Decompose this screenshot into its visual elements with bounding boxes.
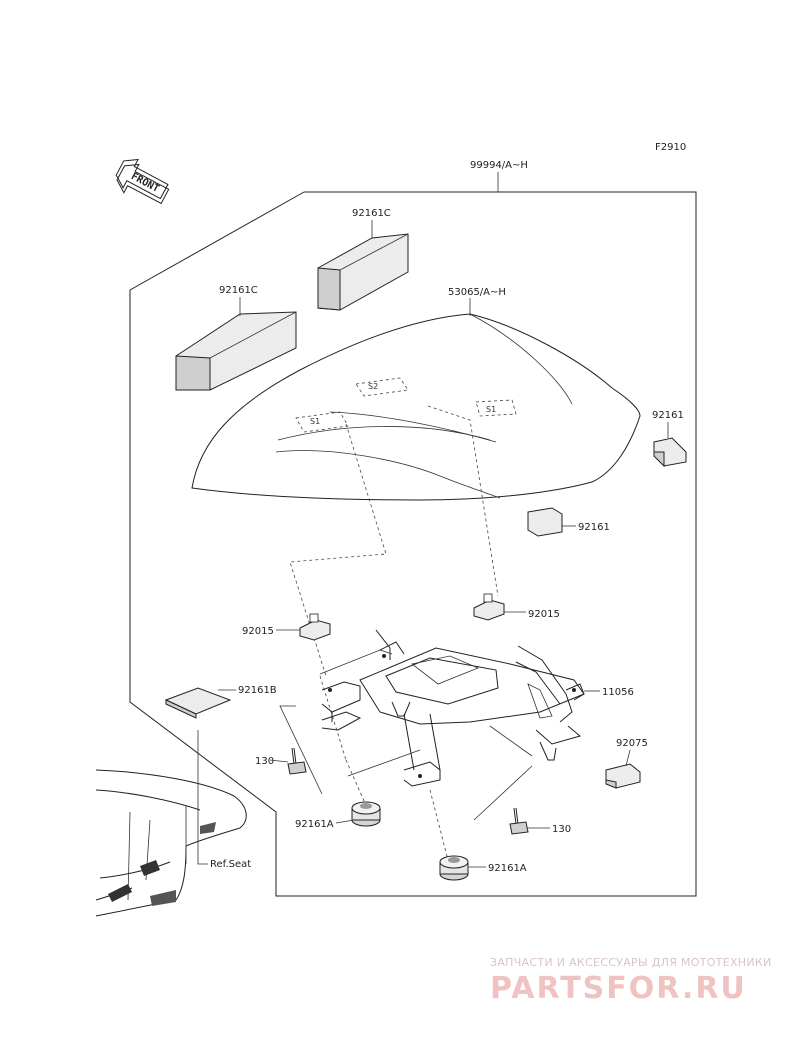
svg-text:S2: S2 xyxy=(368,382,378,391)
bolt-130-right xyxy=(509,807,529,835)
label-53065: 53065/A~H xyxy=(448,287,506,298)
damper-92161A-left xyxy=(351,801,381,827)
front-arrow-icon: FRONT xyxy=(115,158,170,205)
watermark-logo: PARTSFOR.RU xyxy=(490,971,747,1006)
label-92161A-left: 92161A xyxy=(295,819,334,830)
label-92015-right: 92015 xyxy=(528,609,560,620)
pad-92161B xyxy=(164,687,232,719)
svg-text:S1: S1 xyxy=(310,417,320,426)
pad-92161-right xyxy=(653,437,687,468)
bracket-11056 xyxy=(321,629,585,787)
label-ref-seat: Ref.Seat xyxy=(210,859,251,870)
seat-cover-53065: S2 S1 S1 xyxy=(191,313,641,501)
label-92161C-left: 92161C xyxy=(219,285,258,296)
watermark-tagline: ЗАПЧАСТИ И АКСЕССУАРЫ ДЛЯ МОТОТЕХНИКИ xyxy=(490,956,772,969)
pad-92161C-top xyxy=(317,233,409,311)
label-130-left: 130 xyxy=(255,756,274,767)
figure-code: F2910 xyxy=(655,142,686,153)
svg-text:S1: S1 xyxy=(486,405,496,414)
label-92161B: 92161B xyxy=(238,685,277,696)
label-92161C-top: 92161C xyxy=(352,208,391,219)
label-92161A-right: 92161A xyxy=(488,863,527,874)
label-92161-right: 92161 xyxy=(652,410,684,421)
pad-92161C-left xyxy=(175,311,297,391)
label-92161-mid: 92161 xyxy=(578,522,610,533)
bolt-130-left xyxy=(287,747,307,775)
assembly-boundary xyxy=(129,191,697,897)
clip-92015-right xyxy=(473,593,505,621)
clip-92015-left xyxy=(299,613,331,641)
ref-seat-sketch xyxy=(95,769,247,917)
pad-92075 xyxy=(605,763,641,789)
label-130-right: 130 xyxy=(552,824,571,835)
label-92075: 92075 xyxy=(616,738,648,749)
pad-92161-mid xyxy=(527,507,563,537)
label-11056: 11056 xyxy=(602,687,634,698)
label-92015-left: 92015 xyxy=(242,626,274,637)
damper-92161A-right xyxy=(439,855,469,881)
label-99994: 99994/A~H xyxy=(470,160,528,171)
